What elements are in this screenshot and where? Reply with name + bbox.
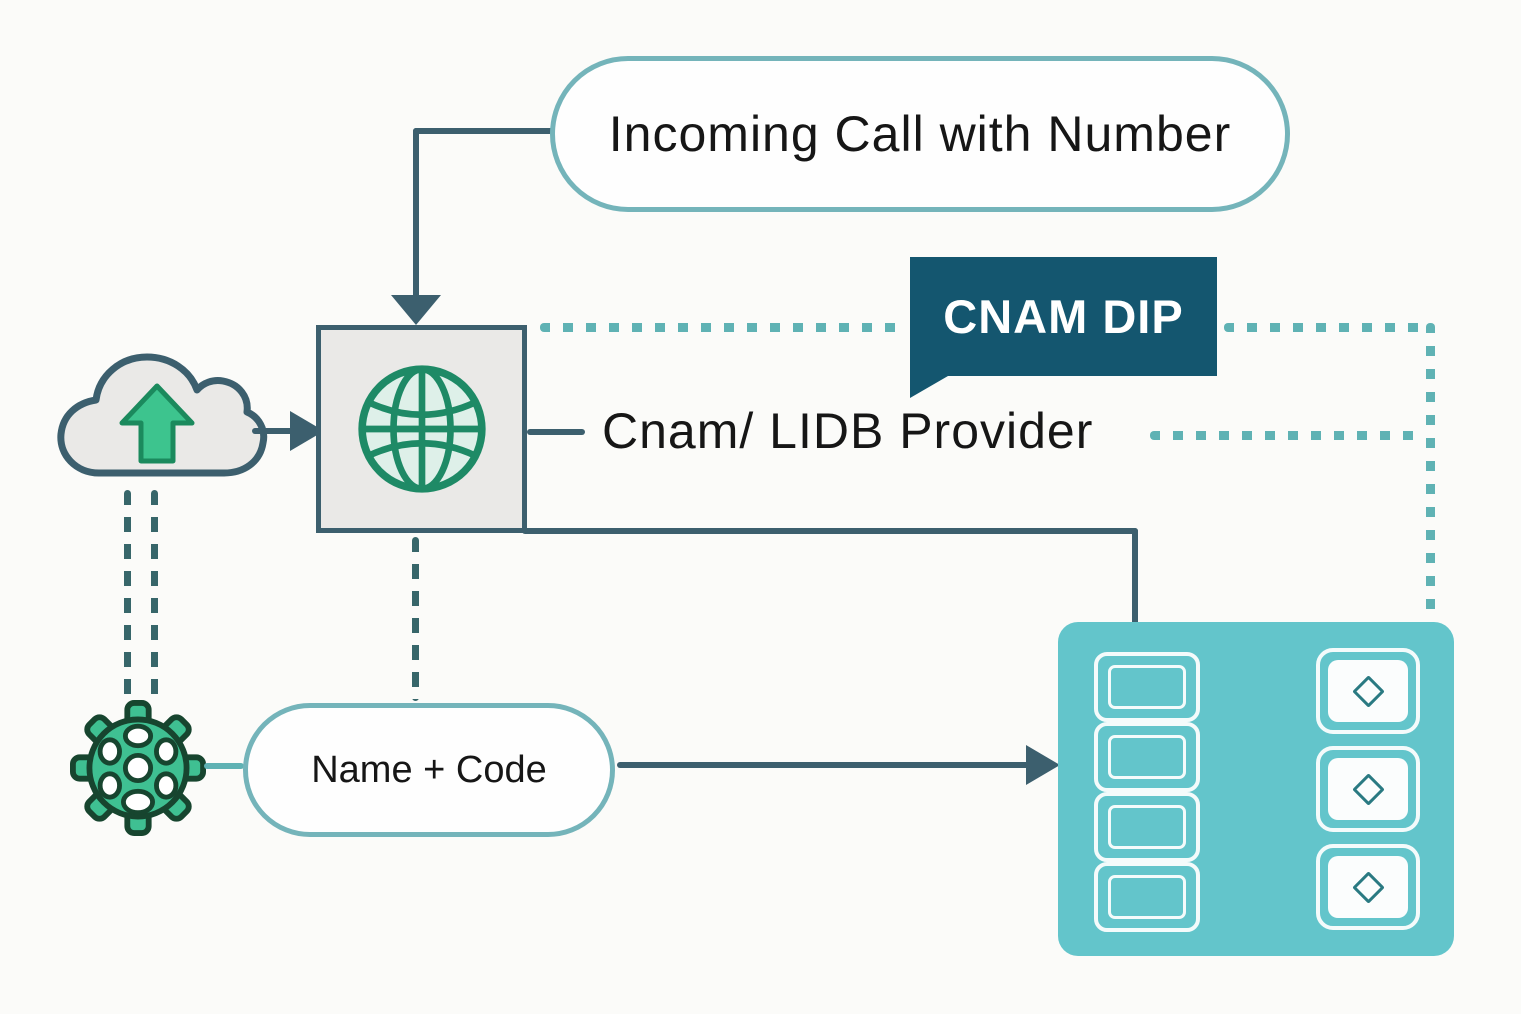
panel-slot-inner [1108, 875, 1186, 919]
dotted-line-cnamdip-right [1224, 323, 1430, 332]
incoming-call-label: Incoming Call with Number [608, 106, 1232, 162]
dotted-line-provider [1150, 431, 1426, 440]
node-name-code: Name + Code [243, 703, 615, 837]
panel-database [1058, 622, 1454, 956]
provider-label: Cnam/ LIDB Provider [602, 403, 1094, 459]
connector-pill-to-panel [617, 762, 1031, 768]
panel-button-column [1316, 648, 1420, 930]
dashed-line-cloud-gear-left [124, 490, 131, 702]
panel-button-face [1328, 856, 1408, 918]
arrowhead-down-icon [391, 295, 441, 325]
connector-box-to-label [527, 429, 585, 435]
diamond-icon [1351, 674, 1385, 708]
panel-button-face [1328, 660, 1408, 722]
panel-slot [1094, 792, 1200, 862]
panel-button [1316, 648, 1420, 734]
banner-tail [910, 376, 948, 398]
panel-slot [1094, 722, 1200, 792]
panel-slot-inner [1108, 665, 1186, 709]
node-incoming-call: Incoming Call with Number [550, 56, 1290, 212]
gear-icon [70, 700, 206, 836]
panel-slot-inner [1108, 805, 1186, 849]
dotted-line-right-vertical [1426, 323, 1435, 623]
arrowhead-right-panel-icon [1026, 745, 1060, 785]
connector-box-to-panel-horizontal [522, 528, 1138, 534]
panel-slot [1094, 652, 1200, 722]
dashed-line-cloud-gear-right [151, 490, 158, 702]
connector-box-to-panel-vertical [1132, 528, 1138, 628]
banner-cnam-dip: CNAM DIP [910, 257, 1217, 376]
panel-slot-column [1094, 652, 1200, 932]
connector-cloud-to-box [252, 428, 296, 434]
connector-incoming-horizontal [413, 128, 555, 134]
name-code-label: Name + Code [311, 748, 547, 791]
panel-button [1316, 746, 1420, 832]
connector-gear-to-pill [204, 763, 244, 769]
connector-incoming-vertical [413, 128, 419, 298]
panel-slot [1094, 862, 1200, 932]
panel-button [1316, 844, 1420, 930]
cloud-upload-icon [57, 353, 268, 477]
globe-icon [357, 365, 486, 493]
upload-arrow-icon [119, 383, 195, 464]
panel-slot-inner [1108, 735, 1186, 779]
dashed-line-box-to-pill [412, 537, 419, 701]
node-provider-box [316, 325, 527, 533]
panel-button-face [1328, 758, 1408, 820]
diamond-icon [1351, 772, 1385, 806]
cnam-dip-label: CNAM DIP [943, 290, 1184, 343]
diamond-icon [1351, 870, 1385, 904]
dotted-line-cnamdip-left [540, 323, 908, 332]
